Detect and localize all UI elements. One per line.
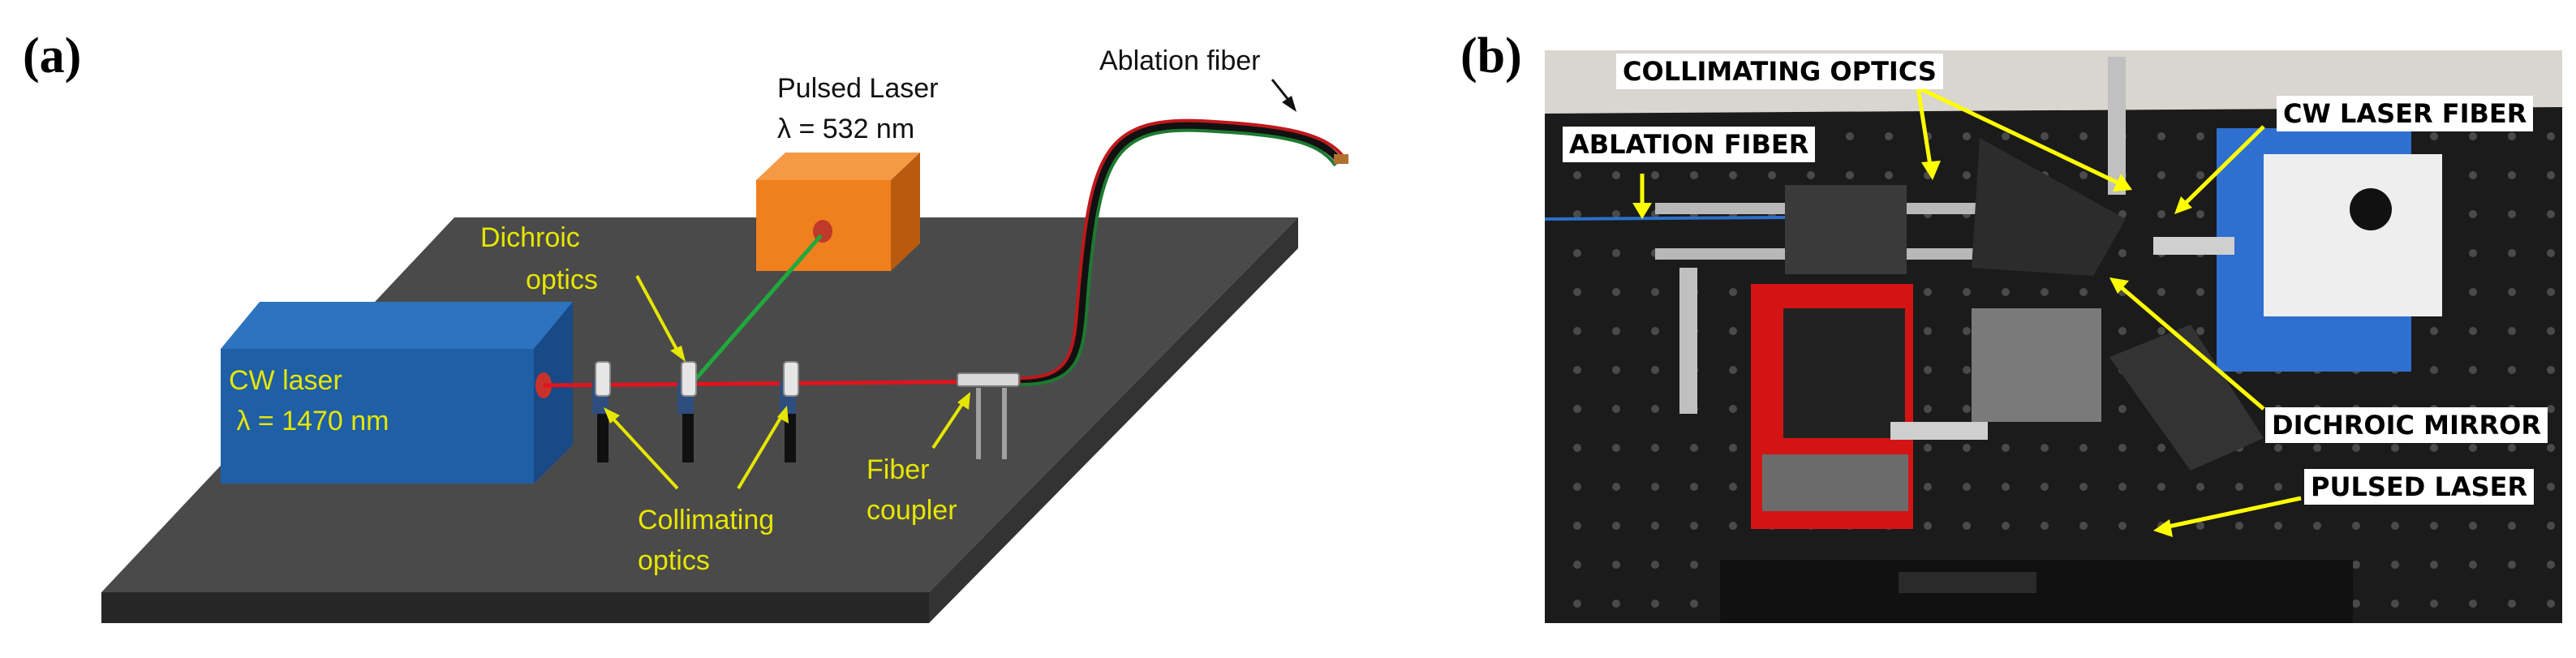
tag-ablation-fiber: ABLATION FIBER <box>1563 127 1816 162</box>
photo-rail-block <box>1785 185 1907 274</box>
arrow-pulsed-laser <box>2164 496 2302 530</box>
optical-table-front <box>101 592 929 623</box>
dichroic-label-line1: Dichroic <box>480 222 580 253</box>
cw-laser-top <box>221 302 573 349</box>
cw-laser-front <box>221 349 534 484</box>
fiber-coupler-post-2 <box>1002 388 1007 459</box>
arrow-pulsed-laser-head <box>2153 519 2173 537</box>
photo-white-block <box>2264 154 2442 316</box>
collimating-label-line1: Collimating <box>638 505 775 535</box>
photo-micrometer-2 <box>2153 237 2234 255</box>
tag-collimating-optics: COLLIMATING OPTICS <box>1616 54 1943 89</box>
fiber-coupler-pointer <box>931 398 967 449</box>
pulsed-laser-side <box>891 153 920 271</box>
photo-front-label <box>1899 572 2036 593</box>
panel-b-label: (b) <box>1460 28 1522 84</box>
arrow-cw-fiber <box>2181 125 2265 208</box>
photo-red-mount-stage <box>1762 454 1908 511</box>
photo-micrometer-1 <box>1890 422 1988 440</box>
pulsed-beam <box>692 234 823 383</box>
fiber-coupler-label-line2: coupler <box>867 495 957 526</box>
fiber-coupler-pointer-head <box>957 392 970 410</box>
arrow-cw-fiber-head <box>2174 196 2192 214</box>
dichroic-pointer-head <box>670 346 686 362</box>
photo-mirror-mount <box>1972 138 2126 276</box>
pulsed-laser-wavelength: λ = 532 nm <box>777 114 915 144</box>
tag-pulsed-laser: PULSED LASER <box>2304 469 2535 505</box>
ablation-fiber-pointer-head <box>1282 96 1297 112</box>
photo-ablation-fiber <box>1545 216 1786 221</box>
fiber-coupler-post-1 <box>976 388 981 459</box>
ablation-fiber-red <box>1020 118 1347 380</box>
arrow-dichroic-head <box>2109 277 2129 294</box>
collimating-pointer-1-head <box>604 407 620 424</box>
fiber-coupler <box>957 372 1020 387</box>
arrow-dichroic <box>2118 284 2265 411</box>
collimating-pointer-2-head <box>777 406 789 424</box>
collimating-lens-2 <box>783 361 799 397</box>
photo-grey-block <box>1972 308 2101 422</box>
collimating-pointer-1 <box>607 412 679 490</box>
arrow-collimating-right-head <box>2113 174 2132 191</box>
collimating-lens-1 <box>595 361 611 397</box>
photo-knob <box>2350 188 2392 230</box>
collimating-label-line2: optics <box>638 545 710 576</box>
arrow-collimating-left-head <box>1921 161 1941 180</box>
cw-laser-wavelength: λ = 1470 nm <box>229 406 389 437</box>
photo-slanted-plate <box>2109 325 2264 471</box>
ablation-fiber-tip <box>1334 154 1348 164</box>
tag-cw-laser-fiber: CW LASER FIBER <box>2277 96 2534 131</box>
photo-post-1 <box>1679 268 1697 414</box>
arrow-ablation-fiber-head <box>1632 203 1652 219</box>
dichroic-label-line2: optics <box>526 264 598 295</box>
ablation-fiber-black <box>1020 122 1344 385</box>
photo-red-mount-block <box>1783 308 1905 438</box>
pulsed-laser-top <box>756 153 920 180</box>
ablation-fiber-label: Ablation fiber <box>1099 45 1261 76</box>
collimating-pointer-2 <box>737 412 785 490</box>
cw-laser-label: CW laser <box>229 365 342 396</box>
arrow-collimating-left <box>1916 87 1933 171</box>
fiber-coupler-label-line1: Fiber <box>867 454 930 485</box>
tag-dichroic-mirror: DICHROIC MIRROR <box>2265 407 2548 443</box>
cw-laser-side <box>534 302 573 484</box>
ablation-fiber-green <box>1020 128 1337 386</box>
dichroic-mirror <box>681 361 697 397</box>
optical-table-side <box>929 217 1298 623</box>
dichroic-pointer <box>635 275 682 356</box>
panel-a-label: (a) <box>23 28 82 84</box>
photo-post-2 <box>2108 57 2126 195</box>
pulsed-laser-label: Pulsed Laser <box>777 73 939 104</box>
arrow-collimating-right <box>1916 85 2124 187</box>
